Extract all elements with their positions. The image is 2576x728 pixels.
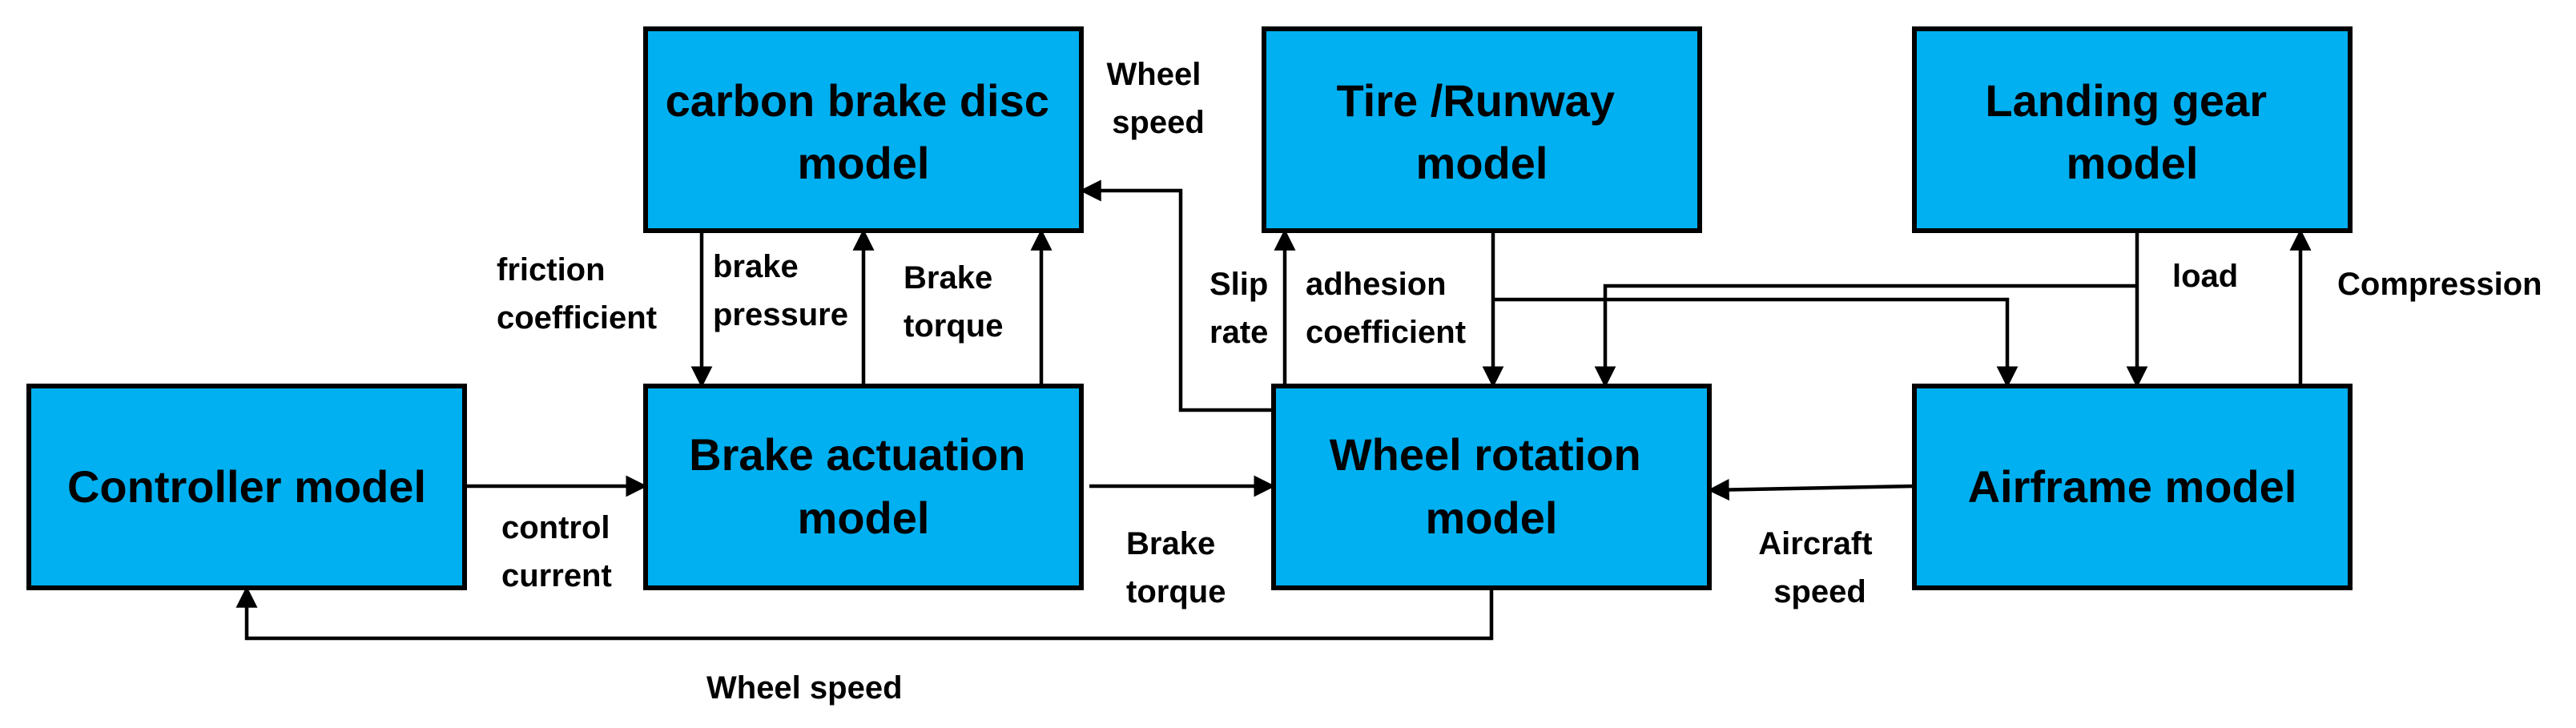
adhesion-to-airframe-arrow bbox=[1493, 297, 2019, 388]
brake-actuation-model-block: Brake actuation model bbox=[643, 384, 1084, 590]
controller-model-label: Controller model bbox=[67, 461, 426, 512]
adhesion-coefficient-label: adhesion coefficient bbox=[1306, 267, 1466, 350]
carbon-brake-disc-model-label: carbon brake disc model bbox=[666, 75, 1062, 188]
tire-runway-model-label: Tire /Runway model bbox=[1336, 75, 1627, 188]
landing-gear-model-block: Landing gear model bbox=[1912, 26, 2353, 233]
aircraft-speed-arrow bbox=[1707, 479, 1915, 501]
wheel-speed-to-disc-arrow bbox=[1079, 179, 1274, 412]
controller-model-block: Controller model bbox=[26, 384, 467, 590]
load-label: load bbox=[2172, 259, 2238, 294]
tire-runway-model-block: Tire /Runway model bbox=[1262, 26, 1702, 233]
wheel-rotation-model-label: Wheel rotation model bbox=[1330, 429, 1653, 543]
airframe-model-label: Airframe model bbox=[1968, 461, 2297, 512]
wheel-speed-feedback-arrow bbox=[235, 585, 1494, 641]
airframe-model-block: Airframe model bbox=[1912, 384, 2353, 590]
compression-label: Compression bbox=[2337, 267, 2542, 302]
brake-actuation-model-label: Brake actuation model bbox=[689, 429, 1038, 543]
slip-rate-label: Slip rate bbox=[1210, 267, 1277, 350]
control-current-label: control current bbox=[501, 510, 619, 593]
wheel-speed-top-label: Wheel speed bbox=[1107, 57, 1210, 140]
wheel-rotation-model-block: Wheel rotation model bbox=[1271, 384, 1712, 590]
load-to-wheel-arrow bbox=[1594, 284, 2137, 388]
friction-coefficient-label: friction coefficient bbox=[497, 252, 657, 336]
landing-gear-model-label: Landing gear model bbox=[1985, 75, 2279, 188]
wheel-speed-bottom-label: Wheel speed bbox=[706, 670, 903, 706]
brake-torque-lower-label: Brake torque bbox=[1126, 526, 1226, 609]
aircraft-speed-label: Aircraft speed bbox=[1758, 526, 1881, 609]
brake-pressure-label: brake pressure bbox=[713, 249, 848, 332]
brake-torque-upper-label: Brake torque bbox=[904, 260, 1003, 344]
carbon-brake-disc-model-block: carbon brake disc model bbox=[643, 26, 1084, 233]
